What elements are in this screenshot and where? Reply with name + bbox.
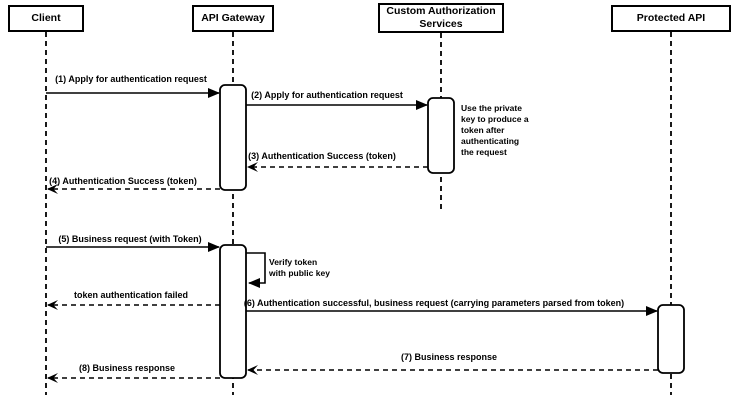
message-4-label: (4) Authentication Success (token) [49, 176, 197, 186]
self-message-note-line2: with public key [269, 268, 330, 278]
private-key-note-line1: Use the private [461, 103, 522, 113]
participant-client-label: Client [31, 12, 61, 24]
self-message-note-line1: Verify token [269, 257, 318, 267]
self-message-arrow [246, 252, 266, 288]
message-7-label: (7) Business response [400, 352, 498, 362]
self-message-note: Verify token with public key [269, 257, 330, 279]
private-key-note-line4: authenticating [461, 136, 520, 146]
activation-api-gateway-business [219, 244, 247, 379]
private-key-note-line5: the request [461, 147, 507, 157]
message-token-failed-label: token authentication failed [73, 290, 189, 300]
message-2-label: (2) Apply for authentication request [251, 90, 403, 100]
activation-api-gateway-auth [219, 84, 247, 191]
message-1-label: (1) Apply for authentication request [55, 74, 207, 84]
participant-api-gateway: API Gateway [192, 5, 274, 32]
participant-custom-authorization-services-label-line1: Custom Authorization [386, 5, 496, 17]
activation-protected-api [657, 304, 685, 374]
message-3-label: (3) Authentication Success (token) [248, 151, 396, 161]
participant-custom-authorization-services-label-line2: Services [419, 18, 463, 30]
activation-custom-authorization-services [427, 97, 455, 174]
participant-api-gateway-label: API Gateway [201, 12, 265, 24]
participant-custom-authorization-services: Custom Authorization Services [378, 3, 504, 33]
private-key-note-line2: key to produce a [461, 114, 529, 124]
message-5-label: (5) Business request (with Token) [58, 234, 202, 244]
participant-protected-api-label: Protected API [636, 12, 706, 24]
message-6-label: (6) Authentication successful, business … [243, 298, 625, 308]
participant-client: Client [8, 5, 84, 32]
private-key-note-line3: token after [461, 125, 505, 135]
participant-protected-api: Protected API [611, 5, 731, 32]
message-8-label: (8) Business response [78, 363, 176, 373]
private-key-note: Use the private key to produce a token a… [461, 103, 529, 158]
